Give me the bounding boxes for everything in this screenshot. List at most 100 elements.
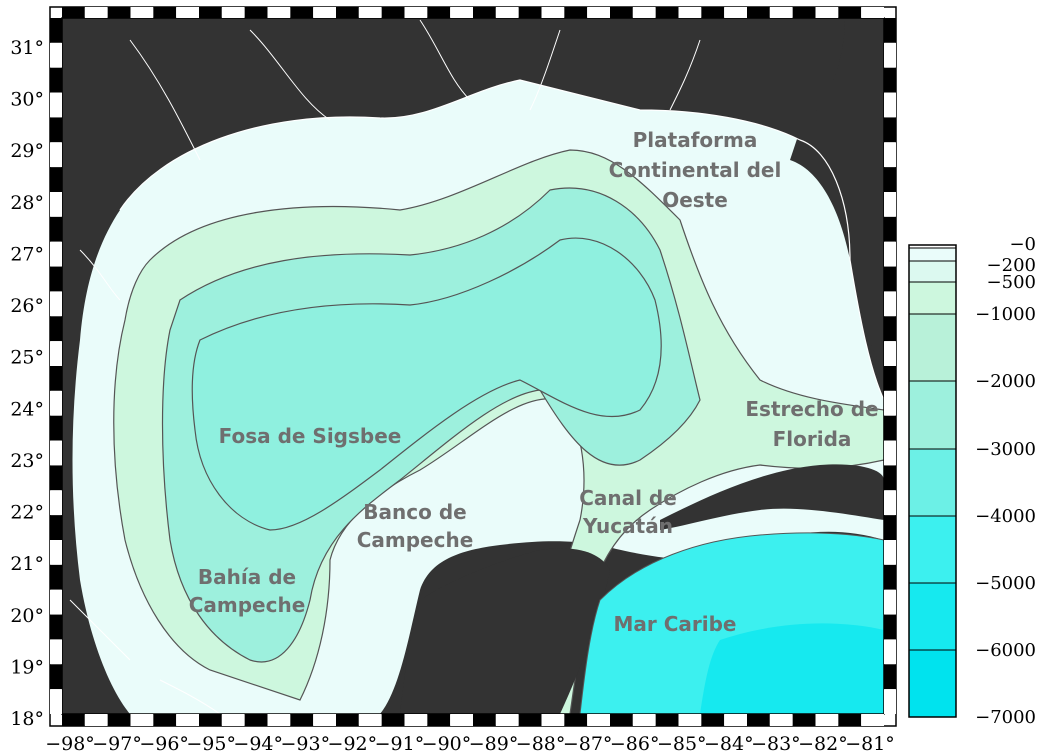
frame-check — [221, 7, 245, 18]
frame-check — [50, 515, 62, 540]
frame-check — [541, 714, 565, 726]
frame-check — [884, 366, 896, 391]
longitude-tick-label: −98° — [45, 733, 95, 755]
depth-colorbar: −0−200−500−1000−2000−3000−4000−5000−6000… — [908, 234, 1036, 728]
frame-check — [50, 216, 62, 242]
frame-check — [792, 714, 816, 726]
colorbar-band — [909, 261, 956, 282]
frame-checks — [50, 7, 896, 726]
frame-check — [50, 664, 62, 690]
frame-check — [50, 316, 62, 342]
region-label-estrecho: Estrecho de — [745, 397, 878, 421]
frame-check — [678, 714, 702, 726]
frame-check — [130, 7, 154, 18]
frame-check — [50, 639, 62, 665]
latitude-tick-label: 27° — [10, 243, 44, 265]
frame-check — [358, 7, 382, 18]
colorbar-band — [909, 381, 956, 449]
region-label-caribe: Mar Caribe — [614, 612, 737, 636]
latitude-tick-label: 28° — [10, 192, 44, 214]
coastline — [119, 79, 884, 401]
colorbar-band — [909, 449, 956, 516]
frame-check — [884, 515, 896, 540]
frame-check — [884, 415, 896, 441]
colorbar-band — [909, 583, 956, 650]
region-label-plataforma: Oeste — [662, 188, 728, 212]
frame-check — [564, 7, 588, 18]
latitude-tick-label: 23° — [10, 450, 44, 472]
colorbar-label: −500 — [987, 272, 1036, 293]
frame-check — [884, 167, 896, 192]
colorbar-band — [909, 248, 956, 261]
longitude-tick-label: −86° — [610, 733, 660, 755]
frame-check — [50, 589, 62, 615]
longitude-tick-label: −97° — [92, 733, 142, 755]
frame-check — [107, 7, 131, 18]
frame-check — [884, 614, 896, 640]
longitude-tick-label: −85° — [657, 733, 707, 755]
frame-check — [747, 714, 770, 726]
colorbar-label: −5000 — [975, 573, 1036, 594]
longitude-tick-label: −94° — [233, 733, 283, 755]
frame-check — [838, 714, 862, 726]
latitude-tick-label: 25° — [10, 347, 44, 369]
frame-check — [50, 92, 62, 118]
frame-check — [564, 714, 588, 726]
colorbar-label: −200 — [987, 255, 1036, 276]
frame-check — [62, 7, 85, 18]
frame-check — [50, 490, 62, 516]
colorbar-labels: −0−200−500−1000−2000−3000−4000−5000−6000… — [975, 234, 1036, 728]
colorbar-label: −1000 — [975, 304, 1036, 325]
yucatan-land — [400, 548, 610, 714]
frame-check — [884, 639, 896, 665]
florida-land — [790, 18, 884, 370]
frame-check — [336, 7, 359, 18]
frame-check — [587, 714, 610, 726]
frame-check — [541, 7, 565, 18]
longitude-labels: −98°−97°−96°−95°−94°−93°−92°−91°−90°−89°… — [45, 733, 895, 755]
frame-check — [655, 7, 679, 18]
frame-check — [50, 540, 62, 565]
region-label-plataforma: Plataforma — [633, 128, 758, 152]
region-label-canal: Yucatán — [582, 514, 673, 538]
frame-check — [884, 18, 896, 43]
frame-check — [610, 714, 633, 726]
colorbar-label: −7000 — [975, 707, 1036, 728]
frame-check — [50, 266, 62, 292]
frame-check — [50, 465, 62, 491]
frame-check — [473, 714, 496, 726]
frame-check — [50, 142, 62, 168]
longitude-tick-label: −91° — [375, 733, 425, 755]
frame-check — [884, 92, 896, 118]
longitude-tick-label: −84° — [704, 733, 754, 755]
frame-check — [518, 7, 542, 18]
region-label-bahia: Campeche — [189, 593, 306, 617]
frame-check — [84, 7, 108, 18]
latitude-tick-label: 30° — [10, 89, 44, 111]
frame-check — [884, 67, 896, 93]
caribbean-trench-area — [700, 623, 884, 714]
frame-check — [884, 241, 896, 267]
frame-check — [884, 216, 896, 242]
frame-check — [518, 714, 542, 726]
rivers — [69, 19, 701, 714]
frame-check — [84, 714, 108, 726]
frame-check — [50, 415, 62, 441]
region-label-plataforma: Continental del — [609, 158, 782, 182]
frame-check — [199, 7, 222, 18]
frame-check — [861, 714, 884, 726]
frame-check — [50, 67, 62, 93]
frame-check — [381, 7, 405, 18]
region-label-bahia: Bahía de — [198, 565, 296, 589]
frame-check — [450, 7, 473, 18]
frame-check — [884, 465, 896, 491]
frame-check — [884, 589, 896, 615]
colorbar-band — [909, 314, 956, 381]
frame-check — [153, 714, 177, 726]
frame-check — [313, 7, 336, 18]
frame-check — [50, 366, 62, 391]
frame-check — [50, 341, 62, 366]
frame-check — [701, 714, 725, 726]
frame-check — [358, 714, 382, 726]
